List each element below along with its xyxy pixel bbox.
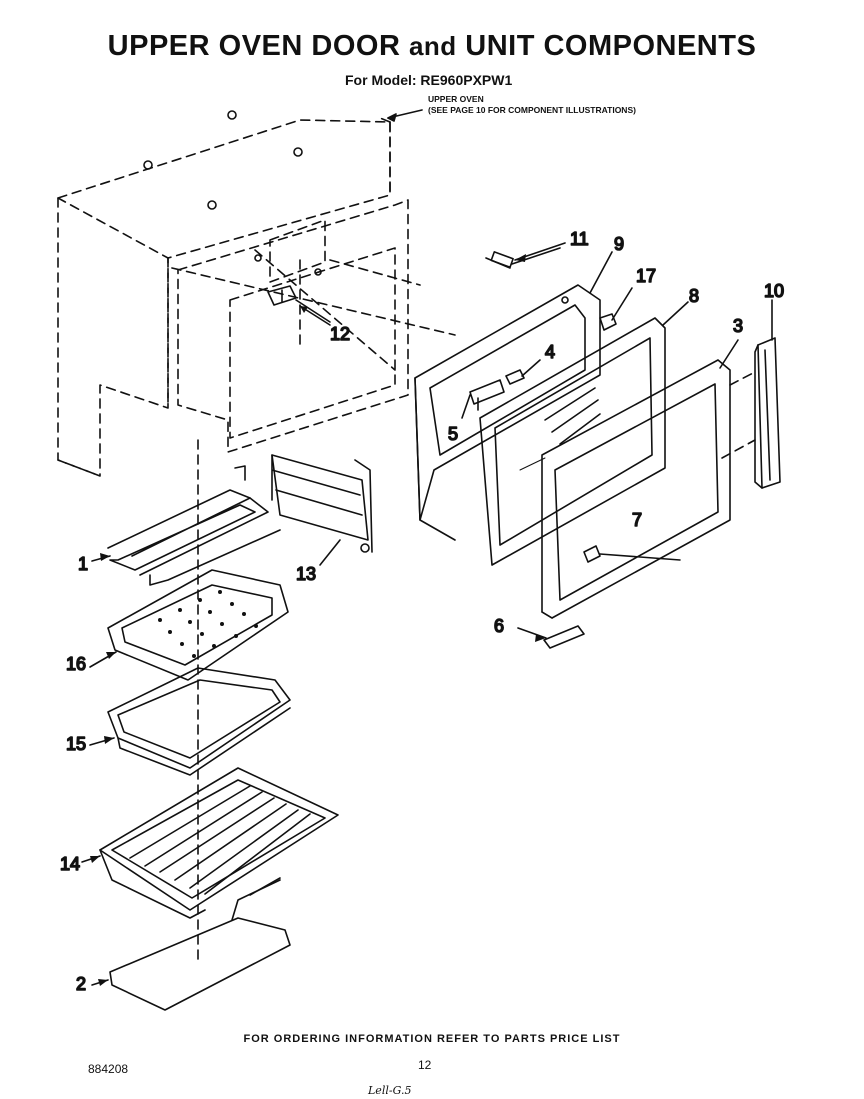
part-8-glass-panel — [479, 317, 666, 566]
note-line-2: (SEE PAGE 10 FOR COMPONENT ILLUSTRATIONS… — [428, 105, 636, 115]
part-5-hinge — [469, 379, 505, 411]
part-10-door-handle — [754, 337, 781, 489]
callout-14: 14 — [60, 854, 80, 874]
part-2-broil-element — [109, 877, 291, 1011]
ordering-info: FOR ORDERING INFORMATION REFER TO PARTS … — [243, 1033, 621, 1045]
note-line-1: UPPER OVEN — [428, 94, 484, 104]
part-17-nut — [599, 313, 617, 331]
handle-alignment-lines — [721, 371, 756, 459]
part-4-hinge-clip — [505, 369, 525, 385]
callout-3: 3 — [733, 316, 743, 336]
callout-4: 4 — [545, 342, 555, 362]
callout-10: 10 — [764, 281, 784, 301]
page-number: 12 — [418, 1058, 432, 1072]
callout-9: 9 — [614, 234, 624, 254]
part-7-nut — [583, 545, 681, 563]
upper-oven-arrowhead — [387, 113, 397, 122]
part-12-bracket — [267, 285, 331, 323]
callout-1: 1 — [78, 554, 88, 574]
part-11-screw — [485, 247, 561, 269]
grid-holes — [158, 590, 258, 658]
part-13-bracket — [271, 454, 373, 553]
part-15-broiler-pan — [107, 667, 291, 776]
handwritten-note: Lell-G.5 — [368, 1084, 412, 1097]
callout-7: 7 — [632, 510, 642, 530]
model-line: For Model: RE960PXPW1 — [345, 72, 513, 88]
callout-11: 11 — [570, 229, 589, 249]
callout-15: 15 — [66, 734, 86, 754]
upper-oven-note: UPPER OVEN (SEE PAGE 10 FOR COMPONENT IL… — [428, 94, 636, 116]
document-number: 884208 — [88, 1062, 129, 1076]
title-part-1: UPPER OVEN DOOR — [107, 30, 409, 62]
page-title: UPPER OVEN DOOR and UNIT COMPONENTS — [0, 30, 864, 63]
part-16-broiler-grid — [107, 569, 289, 681]
part-9-inner-door-panel — [414, 284, 601, 541]
cabinet-screw-holes — [143, 110, 322, 276]
part-14-oven-rack — [99, 767, 339, 919]
part-1-bake-element — [107, 465, 281, 586]
callout-5: 5 — [448, 424, 458, 444]
part-3-door-frame — [541, 359, 731, 619]
callout-6: 6 — [494, 616, 504, 636]
upper-oven-cabinet — [57, 117, 456, 477]
part-6-hinge-plate — [543, 625, 585, 649]
callout-16: 16 — [66, 654, 86, 674]
callout-17: 17 — [636, 266, 656, 286]
callout-12: 12 — [330, 324, 350, 344]
callout-2: 2 — [76, 974, 86, 994]
callout-8: 8 — [689, 286, 699, 306]
title-and: and — [408, 31, 457, 61]
title-part-2: UNIT COMPONENTS — [456, 30, 757, 62]
callout-arrowheads — [90, 254, 546, 986]
callout-13: 13 — [296, 564, 316, 584]
